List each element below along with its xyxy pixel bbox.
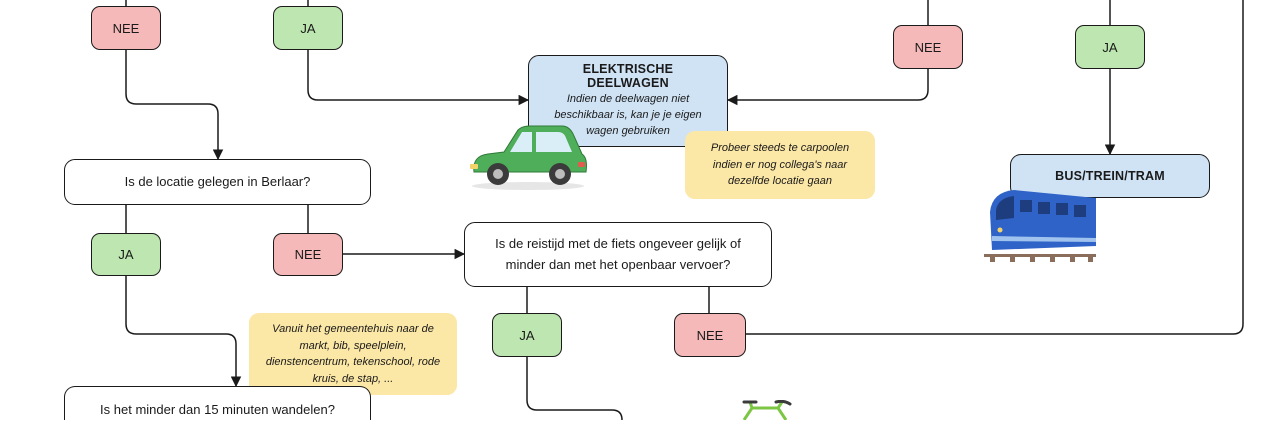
ja-pill-top-right: JA <box>1075 25 1145 69</box>
ja-pill-berlaar: JA <box>91 233 161 276</box>
ja-pill-top-left: JA <box>273 6 343 50</box>
question-fiets: Is de reistijd met de fiets ongeveer gel… <box>464 222 772 287</box>
question-wandelen-text: Is het minder dan 15 minuten wandelen? <box>100 402 335 417</box>
deelwagen-title: ELEKTRISCHE DEELWAGEN <box>582 62 674 91</box>
bus-trein-tram-box: BUS/TREIN/TRAM <box>1010 154 1210 198</box>
ja-pill-fiets: JA <box>492 313 562 357</box>
car-icon <box>470 125 587 190</box>
carpool-note: Probeer steeds te carpoolen indien er no… <box>685 131 875 199</box>
nee-pill-top-left: NEE <box>91 6 161 50</box>
nee-pill-fiets: NEE <box>674 313 746 357</box>
nee-pill-top-right: NEE <box>893 25 963 69</box>
nee-pill-berlaar: NEE <box>273 233 343 276</box>
question-wandelen: Is het minder dan 15 minuten wandelen? <box>64 386 371 420</box>
bicycle-icon <box>742 400 792 420</box>
gemeentehuis-note: Vanuit het gemeentehuis naar de markt, b… <box>249 313 457 395</box>
bus-title: BUS/TREIN/TRAM <box>1055 169 1165 183</box>
train-icon <box>984 190 1096 262</box>
question-berlaar: Is de locatie gelegen in Berlaar? <box>64 159 371 205</box>
deelwagen-subtitle: Indien de deelwagen niet beschikbaar is,… <box>554 93 702 137</box>
